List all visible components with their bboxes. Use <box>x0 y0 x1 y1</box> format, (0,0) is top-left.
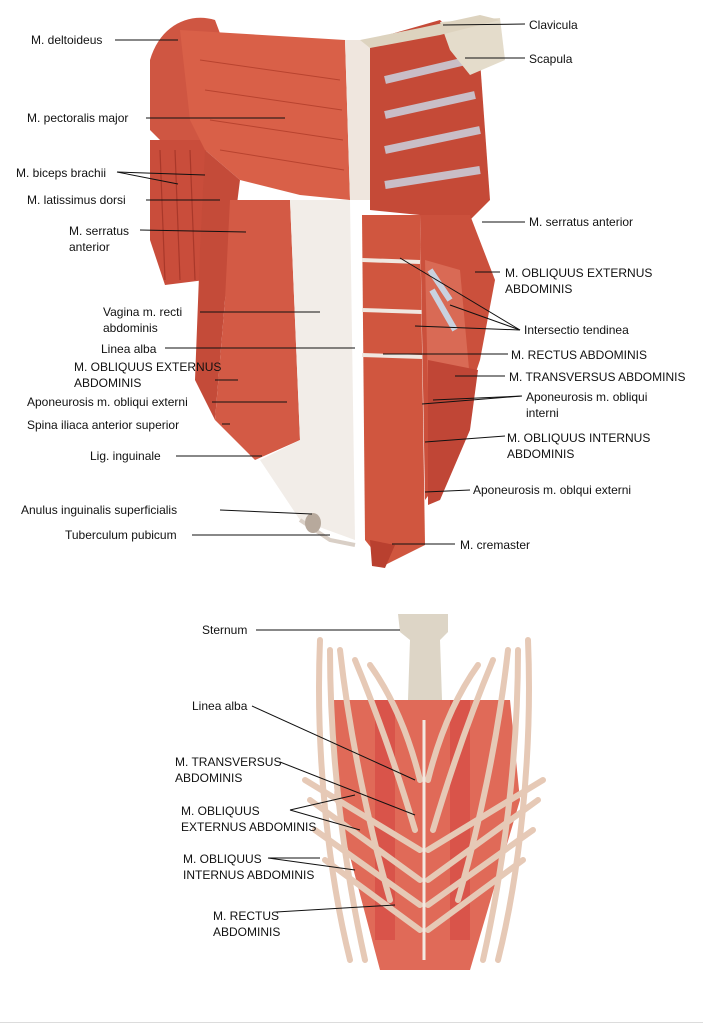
label-latissimus: M. latissimus dorsi <box>27 193 126 207</box>
label-aponeurosis-ext-right: Aponeurosis m. oblqui externi <box>473 483 632 497</box>
label-aponeurosis-int: Aponeurosis m. obliqui interni <box>526 390 648 420</box>
label-cremaster: M. cremaster <box>460 538 531 552</box>
label-intersectio: Intersectio tendinea <box>524 323 629 337</box>
cremaster <box>370 540 395 568</box>
label-tuberculum: Tuberculum pubicum <box>65 528 177 542</box>
rectus-right <box>362 215 425 565</box>
pectoralis-muscle <box>180 30 350 200</box>
label-biceps: M. biceps brachii <box>16 166 107 180</box>
scapula-bone <box>440 18 505 75</box>
label-transversus-2: M. TRANSVERSUS ABDOMINIS <box>175 755 282 785</box>
latissimus-muscle <box>195 150 240 420</box>
label-linea-alba: Linea alba <box>101 342 157 356</box>
divider <box>0 1022 703 1023</box>
label-pectoralis: M. pectoralis major <box>27 111 129 125</box>
rectus-sheath-left <box>260 200 355 540</box>
label-rectus: M. RECTUS ABDOMINIS <box>511 348 648 362</box>
label-obliquus-ext-left: M. OBLIQUUS EXTERNUS ABDOMINIS <box>74 360 222 390</box>
label-transversus: M. TRANSVERSUS ABDOMINIS <box>509 370 686 384</box>
obliquus-int-right <box>428 360 478 505</box>
label-lig-inguinale: Lig. inguinale <box>90 449 161 463</box>
label-clavicula: Clavicula <box>529 18 578 32</box>
label-obliquus-int: M. OBLIQUUS INTERNUS ABDOMINIS <box>507 431 651 461</box>
top-leader-lines <box>115 23 526 545</box>
label-aponeurosis-left: Aponeurosis m. obliqui externi <box>27 395 188 409</box>
label-rectus-2: M. RECTUS ABDOMINIS <box>213 909 281 939</box>
label-scapula: Scapula <box>529 52 573 66</box>
label-obliquus-int-2: M. OBLIQUUS INTERNUS ABDOMINIS <box>183 852 315 882</box>
label-obliquus-ext-2: M. OBLIQUUS EXTERNUS ABDOMINIS <box>181 804 317 834</box>
sternum-bone <box>398 614 448 722</box>
label-obliquus-ext-right: M. OBLIQUUS EXTERNUS ABDOMINIS <box>505 266 653 296</box>
label-anulus: Anulus inguinalis superficialis <box>21 503 178 517</box>
label-spina: Spina iliaca anterior superior <box>27 418 180 432</box>
label-linea-alba-2: Linea alba <box>192 699 248 713</box>
label-vagina: Vagina m. recti abdominis <box>103 305 183 335</box>
obliquus-ext-left <box>215 200 300 460</box>
label-deltoid: M. deltoideus <box>31 33 103 47</box>
clavicle-bone <box>360 15 500 48</box>
label-serratus-right: M. serratus anterior <box>529 215 634 229</box>
label-serratus-left: M. serratus anterior <box>69 224 130 254</box>
biceps-muscle <box>150 140 215 285</box>
label-sternum: Sternum <box>202 623 248 637</box>
torso-illustration <box>150 15 505 568</box>
